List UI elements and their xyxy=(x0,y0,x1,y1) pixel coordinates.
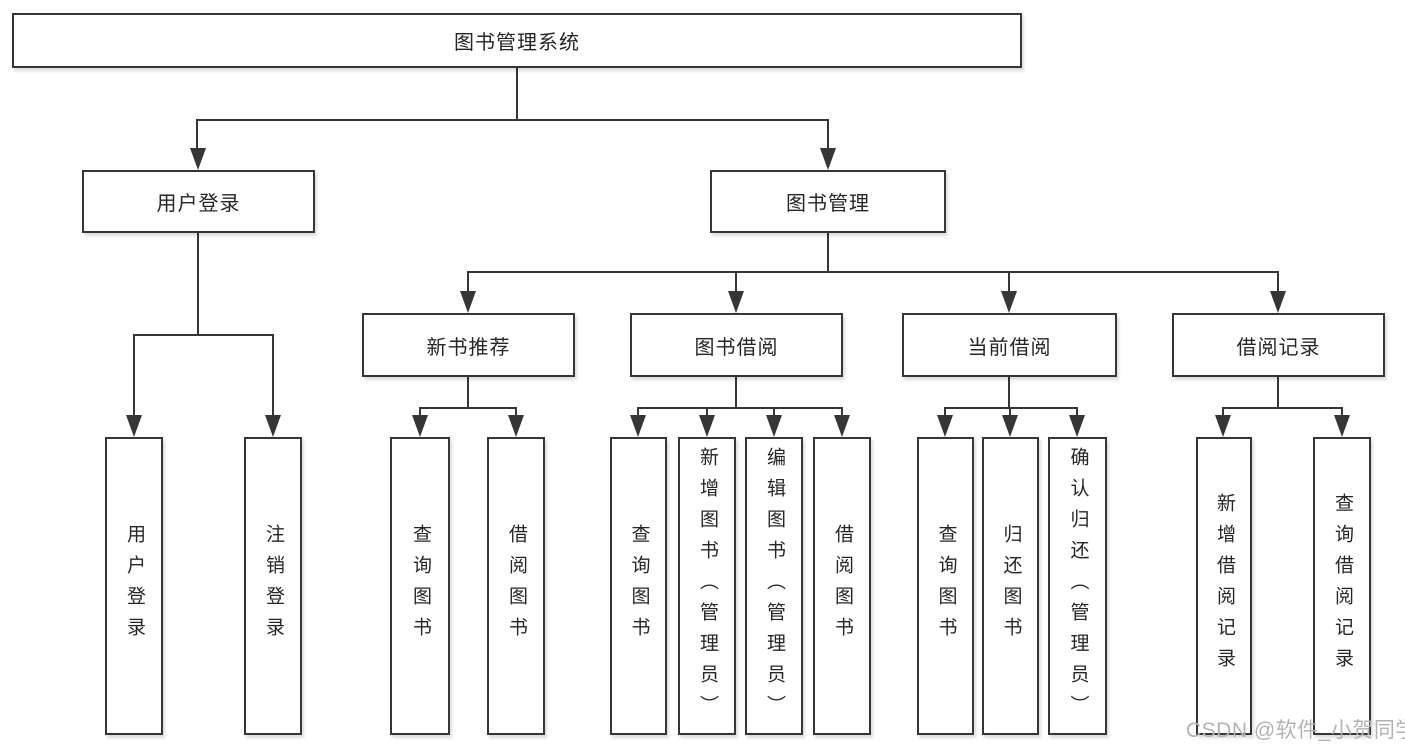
leaf-borrow-books-borrowing: 借阅图书 xyxy=(813,437,871,735)
connector-line xyxy=(637,407,639,417)
leaf-label: 编辑图书（管理员） xyxy=(763,446,785,726)
leaf-query-books-recommend: 查询图书 xyxy=(390,437,450,735)
arrow-down-icon xyxy=(820,148,836,170)
node-label: 借阅记录 xyxy=(1236,336,1321,359)
connector-line xyxy=(516,68,518,121)
connector-line xyxy=(467,377,469,409)
node-root-label: 图书管理系统 xyxy=(454,32,580,54)
connector-line xyxy=(1341,407,1343,417)
connector-line xyxy=(1008,271,1010,293)
connector-line xyxy=(1076,407,1078,417)
arrow-down-icon xyxy=(265,415,281,437)
connector-line xyxy=(827,119,829,150)
arrow-down-icon xyxy=(766,415,782,437)
leaf-label: 注销登录 xyxy=(262,524,284,648)
connector-line xyxy=(133,334,135,417)
leaf-return-book: 归还图书 xyxy=(982,437,1039,735)
leaf-add-borrow-record: 新增借阅记录 xyxy=(1196,437,1252,735)
connector-line xyxy=(1009,407,1011,417)
connector-line xyxy=(1277,271,1279,293)
leaf-query-borrow-record: 查询借阅记录 xyxy=(1313,437,1371,735)
leaf-user-login: 用户登录 xyxy=(105,437,163,735)
connector-line xyxy=(419,407,421,417)
connector-line xyxy=(1277,377,1279,409)
arrow-down-icon xyxy=(460,291,476,313)
node-current-borrowing: 当前借阅 xyxy=(902,313,1117,377)
leaf-label: 确认归还（管理员） xyxy=(1067,446,1089,726)
node-label: 用户登录 xyxy=(156,193,241,215)
arrow-down-icon xyxy=(1215,415,1231,437)
node-book-borrowing: 图书借阅 xyxy=(630,313,843,377)
connector-line xyxy=(841,407,843,417)
leaf-borrow-books-recommend: 借阅图书 xyxy=(487,437,545,735)
arrow-down-icon xyxy=(630,415,646,437)
node-label: 图书管理 xyxy=(786,193,870,215)
leaf-logout: 注销登录 xyxy=(244,437,302,735)
node-root: 图书管理系统 xyxy=(12,13,1022,68)
leaf-label: 新增借阅记录 xyxy=(1213,493,1235,679)
leaf-label: 查询借阅记录 xyxy=(1331,493,1353,679)
leaf-query-books-borrowing: 查询图书 xyxy=(610,437,667,735)
node-label: 新书推荐 xyxy=(426,336,511,359)
connector-line xyxy=(944,407,1078,409)
node-new-book-recommend: 新书推荐 xyxy=(362,313,575,377)
leaf-add-book-admin: 新增图书（管理员） xyxy=(678,437,736,735)
connector-line xyxy=(944,407,946,417)
arrow-down-icon xyxy=(1001,291,1017,313)
node-user-login-branch: 用户登录 xyxy=(82,170,315,233)
arrow-down-icon xyxy=(1002,415,1018,437)
leaf-label: 归还图书 xyxy=(1000,524,1022,648)
connector-line xyxy=(1222,407,1224,417)
arrow-down-icon xyxy=(190,148,206,170)
connector-line xyxy=(773,407,775,417)
leaf-label: 查询图书 xyxy=(628,524,650,648)
node-borrowing-records: 借阅记录 xyxy=(1172,313,1385,377)
leaf-label: 查询图书 xyxy=(409,524,431,648)
connector-line xyxy=(467,271,1279,273)
arrow-down-icon xyxy=(834,415,850,437)
connector-line xyxy=(1222,407,1343,409)
connector-line xyxy=(197,233,199,336)
arrow-down-icon xyxy=(412,415,428,437)
connector-line xyxy=(467,271,469,293)
connector-line xyxy=(735,271,737,293)
leaf-label: 借阅图书 xyxy=(505,524,527,648)
connector-line xyxy=(272,334,274,417)
leaf-query-books-current: 查询图书 xyxy=(917,437,974,735)
node-label: 当前借阅 xyxy=(967,336,1052,359)
connector-line xyxy=(637,407,843,409)
connector-line xyxy=(1008,377,1010,409)
leaf-label: 借阅图书 xyxy=(831,524,853,648)
arrow-down-icon xyxy=(1334,415,1350,437)
leaf-label: 用户登录 xyxy=(123,524,145,648)
arrow-down-icon xyxy=(508,415,524,437)
arrow-down-icon xyxy=(937,415,953,437)
arrow-down-icon xyxy=(1270,291,1286,313)
arrow-down-icon xyxy=(126,415,142,437)
arrow-down-icon xyxy=(699,415,715,437)
connector-line xyxy=(515,407,517,417)
node-label: 图书借阅 xyxy=(694,336,779,359)
connector-line xyxy=(827,233,829,273)
leaf-label: 新增图书（管理员） xyxy=(696,446,718,726)
node-book-management: 图书管理 xyxy=(710,170,946,233)
connector-line xyxy=(133,334,274,336)
leaf-confirm-return-admin: 确认归还（管理员） xyxy=(1048,437,1107,735)
arrow-down-icon xyxy=(1069,415,1085,437)
connector-line xyxy=(735,377,737,409)
connector-line xyxy=(196,119,198,150)
arrow-down-icon xyxy=(728,291,744,313)
connector-line xyxy=(197,119,828,121)
csdn-watermark: CSDN @软件_小贺同学 xyxy=(1186,719,1405,742)
connector-line xyxy=(419,407,517,409)
connector-line xyxy=(706,407,708,417)
leaf-edit-book-admin: 编辑图书（管理员） xyxy=(745,437,803,735)
leaf-label: 查询图书 xyxy=(935,524,957,648)
